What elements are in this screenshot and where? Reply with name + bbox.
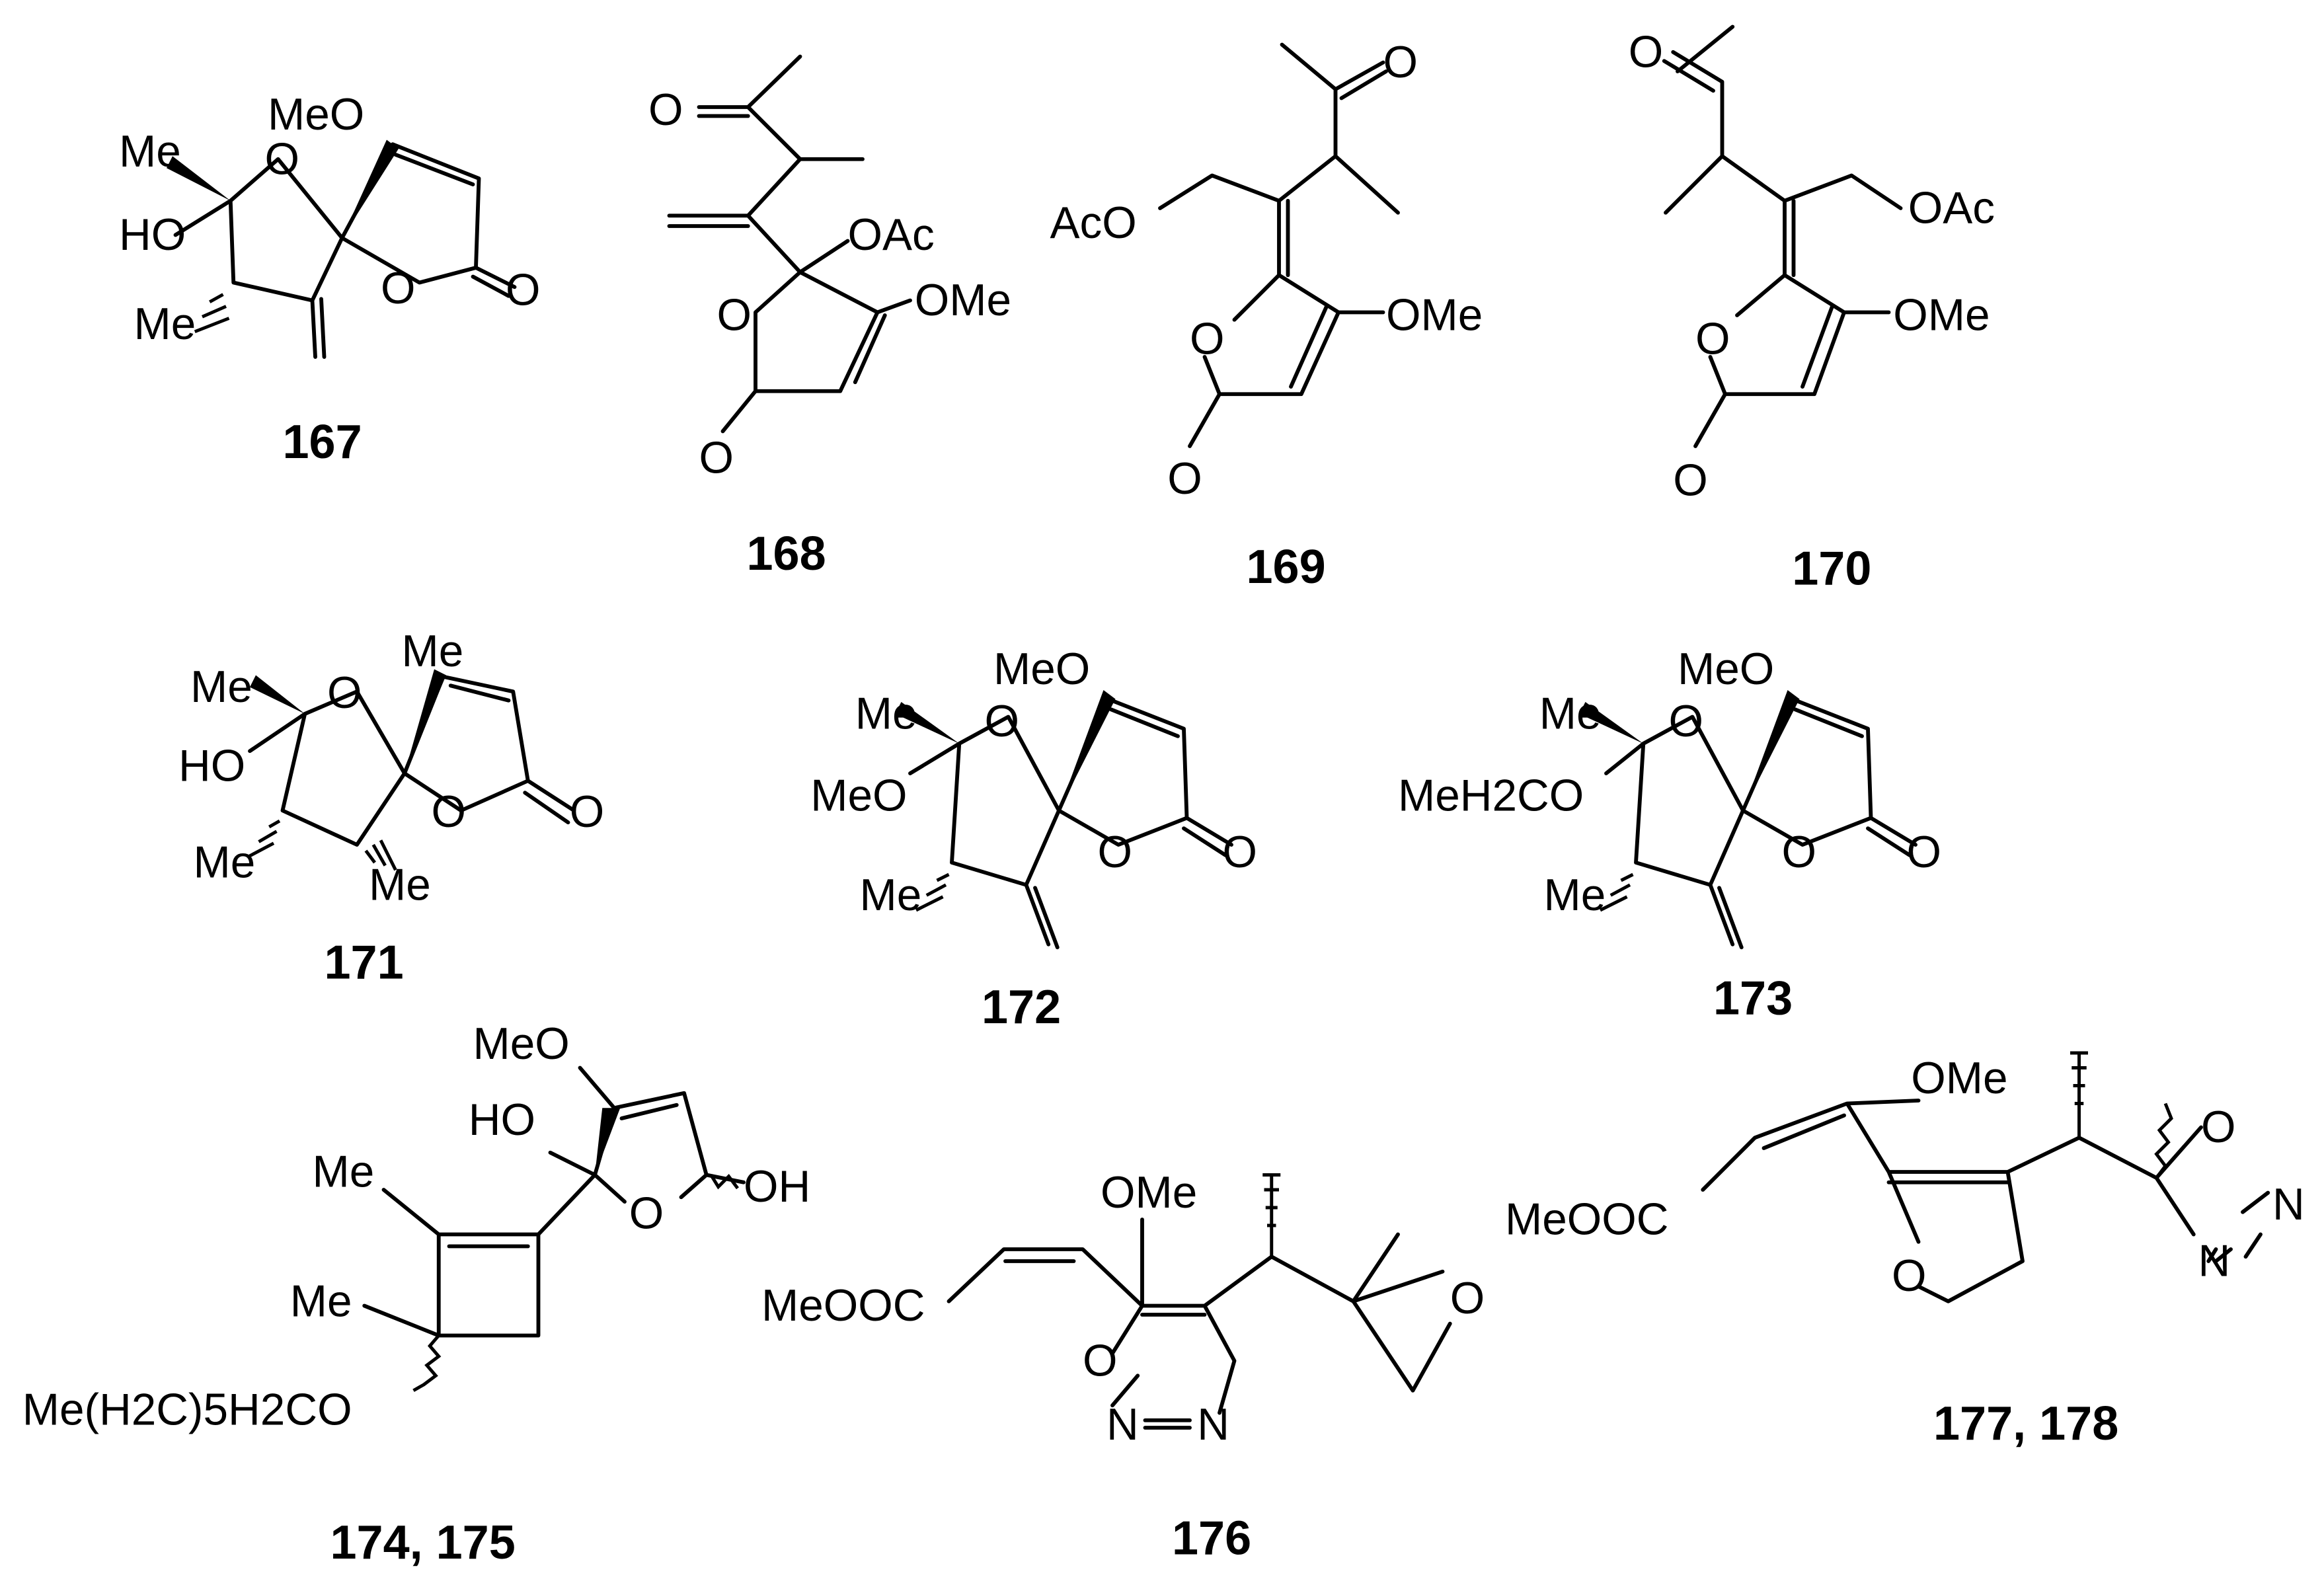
atom-label: MeO [1678, 644, 1774, 694]
atom-label: O [1223, 828, 1258, 877]
compound-number: 168 [747, 527, 826, 580]
atom-label: O [1669, 697, 1704, 746]
atom-label: MeO [993, 644, 1090, 694]
compound-number: 171 [325, 937, 404, 989]
atom-label: MeO [268, 90, 364, 139]
atom-label: O [1167, 454, 1202, 504]
atom-label: O [1629, 27, 1664, 77]
compound-172: O MeO Me MeO Me O O 172 [810, 644, 1257, 1034]
atom-label: O [1190, 315, 1225, 364]
atom-label: Me [290, 1276, 352, 1326]
atom-label: AcO [1050, 198, 1137, 248]
atom-label: OMe [1101, 1168, 1197, 1218]
atom-label: MeH2CO [1398, 771, 1584, 820]
atom-label: O [1673, 455, 1708, 505]
atom-label: HO [119, 210, 186, 260]
compound-number: 176 [1172, 1512, 1251, 1565]
compound-number: 172 [982, 981, 1061, 1034]
atom-label: MeOOC [761, 1281, 925, 1331]
atom-label: HO [178, 741, 245, 791]
atom-label: MeOOC [1505, 1195, 1669, 1245]
atom-label: O [1907, 828, 1942, 877]
atom-label: OH [744, 1162, 810, 1212]
compound-number: 174, 175 [330, 1516, 516, 1569]
atom-label: OMe [915, 276, 1011, 325]
compound-176: OMe MeOOC O N N O 176 [761, 1168, 1485, 1565]
atom-label: MeO [473, 1019, 570, 1069]
atom-label: MeO [810, 771, 907, 820]
compound-174-175: MeO HO OH O Me Me Me(H2C)5H2CO 174, 175 [22, 1019, 811, 1569]
atom-label: O [327, 668, 362, 718]
atom-label: Me [134, 299, 196, 349]
atom-label: N [2198, 1237, 2231, 1286]
atom-label: OAc [1908, 184, 1995, 233]
compound-171: O Me Me HO O O Me Me 171 [178, 627, 604, 989]
atom-label: O [381, 264, 416, 313]
atom-label: O [1098, 828, 1133, 877]
atom-label: Me [190, 662, 252, 712]
compound-169: O AcO O OMe O 169 [1050, 38, 1483, 594]
atom-label: O [985, 697, 1020, 746]
compound-number: 169 [1247, 541, 1326, 594]
compound-170: O OAc O OMe O 170 [1629, 24, 1995, 595]
atom-label: Me [1544, 871, 1606, 920]
atom-label: HO [469, 1095, 535, 1145]
atom-label: Me(H2C)5H2CO [22, 1385, 352, 1435]
atom-label: O [2201, 1103, 2236, 1152]
atom-label: Me [402, 627, 464, 676]
atom-label: Me [313, 1147, 375, 1197]
atom-label: N [2272, 1180, 2305, 1229]
atom-label: O [506, 265, 541, 315]
atom-label: O [1450, 1274, 1485, 1323]
compound-168: O OAc O OMe O 168 [648, 54, 1011, 580]
atom-label: Me [860, 871, 922, 920]
compound-173: O MeO Me MeH2CO Me O O 173 [1398, 644, 1941, 1025]
atom-label: N [1106, 1400, 1139, 1450]
atom-label: OMe [1893, 291, 1990, 340]
atom-label: O [699, 434, 734, 483]
atom-label: Me [1539, 689, 1602, 739]
atom-label: O [648, 85, 683, 135]
compound-number: 167 [283, 416, 362, 469]
compound-number: 173 [1713, 972, 1793, 1025]
atom-label: O [570, 787, 605, 837]
atom-label: N [1197, 1400, 1229, 1450]
atom-label: O [1782, 828, 1817, 877]
compound-number: 170 [1792, 542, 1871, 595]
atom-label: O [1695, 315, 1730, 364]
compound-177-178: OMe MeOOC O O N N 177, 178 [1505, 1051, 2305, 1450]
atom-label: O [629, 1189, 664, 1239]
atom-label: O [1083, 1336, 1118, 1385]
atom-label: Me [194, 838, 256, 888]
atom-label: Me [855, 689, 917, 739]
atom-label: Me [369, 860, 431, 910]
atom-label: OMe [1386, 291, 1483, 340]
compound-number: 177, 178 [1933, 1397, 2118, 1450]
atom-label: OAc [848, 210, 935, 260]
atom-label: O [1892, 1251, 1927, 1301]
atom-label: O [432, 787, 467, 837]
atom-label: Me [119, 127, 181, 176]
atom-label: O [265, 134, 300, 184]
atom-label: OMe [1911, 1054, 2007, 1103]
atom-label: O [717, 291, 752, 340]
compound-167: O MeO Me HO Me O O 167 [119, 90, 541, 469]
atom-label: O [1383, 38, 1418, 87]
